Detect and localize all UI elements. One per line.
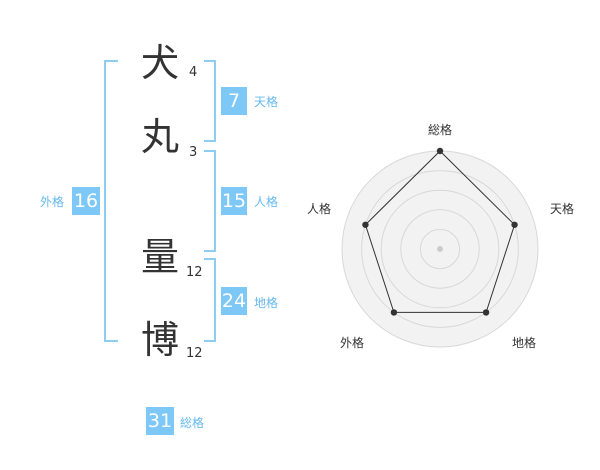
chikaku-value: 24	[221, 287, 247, 315]
name-char-3: 量	[140, 235, 179, 279]
stroke-count-3: 12	[186, 265, 203, 280]
tenkaku-value: 7	[221, 87, 247, 115]
soukaku-label: 総格	[180, 416, 205, 430]
radar-point-bottom-left	[390, 309, 398, 316]
radar-point-right	[511, 221, 518, 228]
stroke-count-4: 12	[186, 346, 203, 361]
jinkaku-value: 15	[221, 187, 247, 215]
jinkaku-label: 人格	[254, 195, 279, 209]
name-char-1: 犬	[140, 41, 179, 85]
radar-label-bottom-right: 地格	[512, 335, 536, 350]
radar-points	[362, 147, 518, 316]
gaikaku-bracket	[104, 60, 118, 342]
gaikaku-label: 外格	[40, 195, 65, 209]
radar-point-bottom-right	[482, 309, 490, 316]
soukaku-value: 31	[146, 407, 174, 435]
radar-label-top: 総格	[428, 122, 452, 137]
tenkaku-bracket	[204, 60, 216, 142]
gaikaku-value: 16	[72, 187, 100, 215]
radar-point-left	[362, 221, 369, 228]
chikaku-bracket	[204, 258, 216, 342]
radar-point-top	[436, 147, 444, 155]
stroke-count-2: 3	[189, 145, 198, 160]
radar-center-dot	[437, 246, 443, 252]
name-char-2: 丸	[140, 115, 179, 159]
chikaku-label: 地格	[254, 296, 279, 310]
name-char-4: 博	[140, 318, 179, 362]
radar-polygon	[364, 150, 516, 313]
radar-label-left: 人格	[307, 201, 331, 216]
radar-label-bottom-left: 外格	[340, 335, 364, 350]
radar-label-right: 天格	[550, 201, 574, 216]
tenkaku-label: 天格	[254, 95, 279, 109]
stroke-count-1: 4	[189, 65, 198, 80]
jinkaku-bracket	[204, 150, 216, 252]
